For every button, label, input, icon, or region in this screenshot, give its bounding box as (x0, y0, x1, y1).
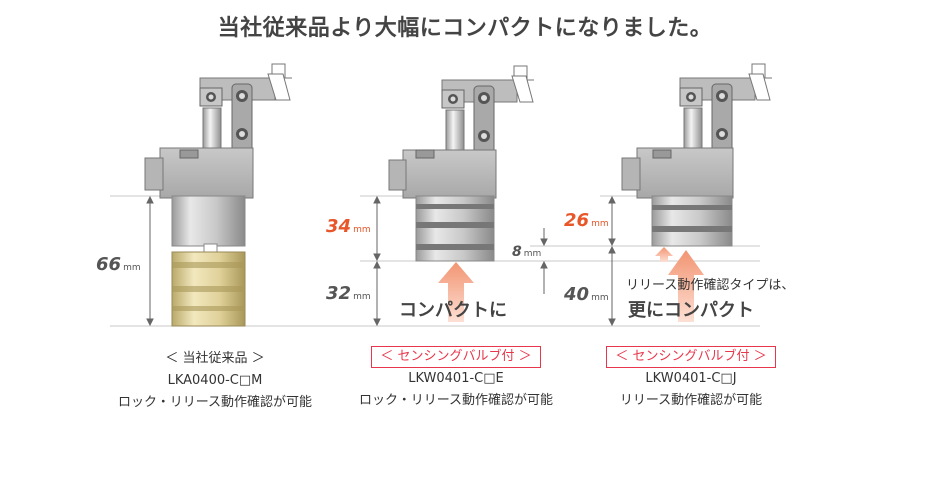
product-badge: ＜ 当社従来品 ＞ (165, 351, 265, 366)
compact-arrow-right (668, 250, 704, 322)
product-model: LKW0401-C□J (645, 371, 737, 386)
product-caption-2: ＜ センシングバルブ付 ＞ LKW0401-C□E ロック・リリース動作確認が可… (336, 346, 576, 412)
product-model: LKW0401-C□E (408, 371, 504, 386)
small-arrow-right (655, 247, 673, 262)
compact-label: コンパクトに (399, 300, 507, 321)
product-badge: ＜ センシングバルブ付 ＞ (371, 346, 541, 368)
product-caption-1: ＜ 当社従来品 ＞ LKA0400-C□M ロック・リリース動作確認が可能 (95, 348, 335, 414)
product-feature: ロック・リリース動作確認が可能 (117, 395, 313, 410)
release-type-note: リリース動作確認タイプは、 (626, 278, 795, 293)
clamp-lkw0401-j (621, 63, 772, 247)
dimension-arrows (146, 195, 616, 327)
product-caption-3: ＜ センシングバルブ付 ＞ LKW0401-C□J リリース動作確認が可能 (571, 346, 811, 412)
product-feature: リリース動作確認が可能 (619, 393, 763, 408)
product-feature: ロック・リリース動作確認が可能 (358, 393, 554, 408)
product-badge: ＜ センシングバルブ付 ＞ (606, 346, 776, 368)
compact-arrows (438, 247, 704, 322)
page-title: 当社従来品より大幅にコンパクトになりました。 (217, 16, 713, 41)
clamp-lkw0401-e (388, 65, 534, 262)
product-model: LKA0400-C□M (167, 373, 263, 388)
clamp-lka0400 (144, 63, 292, 327)
release-type-compact: 更にコンパクト (628, 300, 754, 321)
compact-arrow-center (438, 262, 474, 322)
